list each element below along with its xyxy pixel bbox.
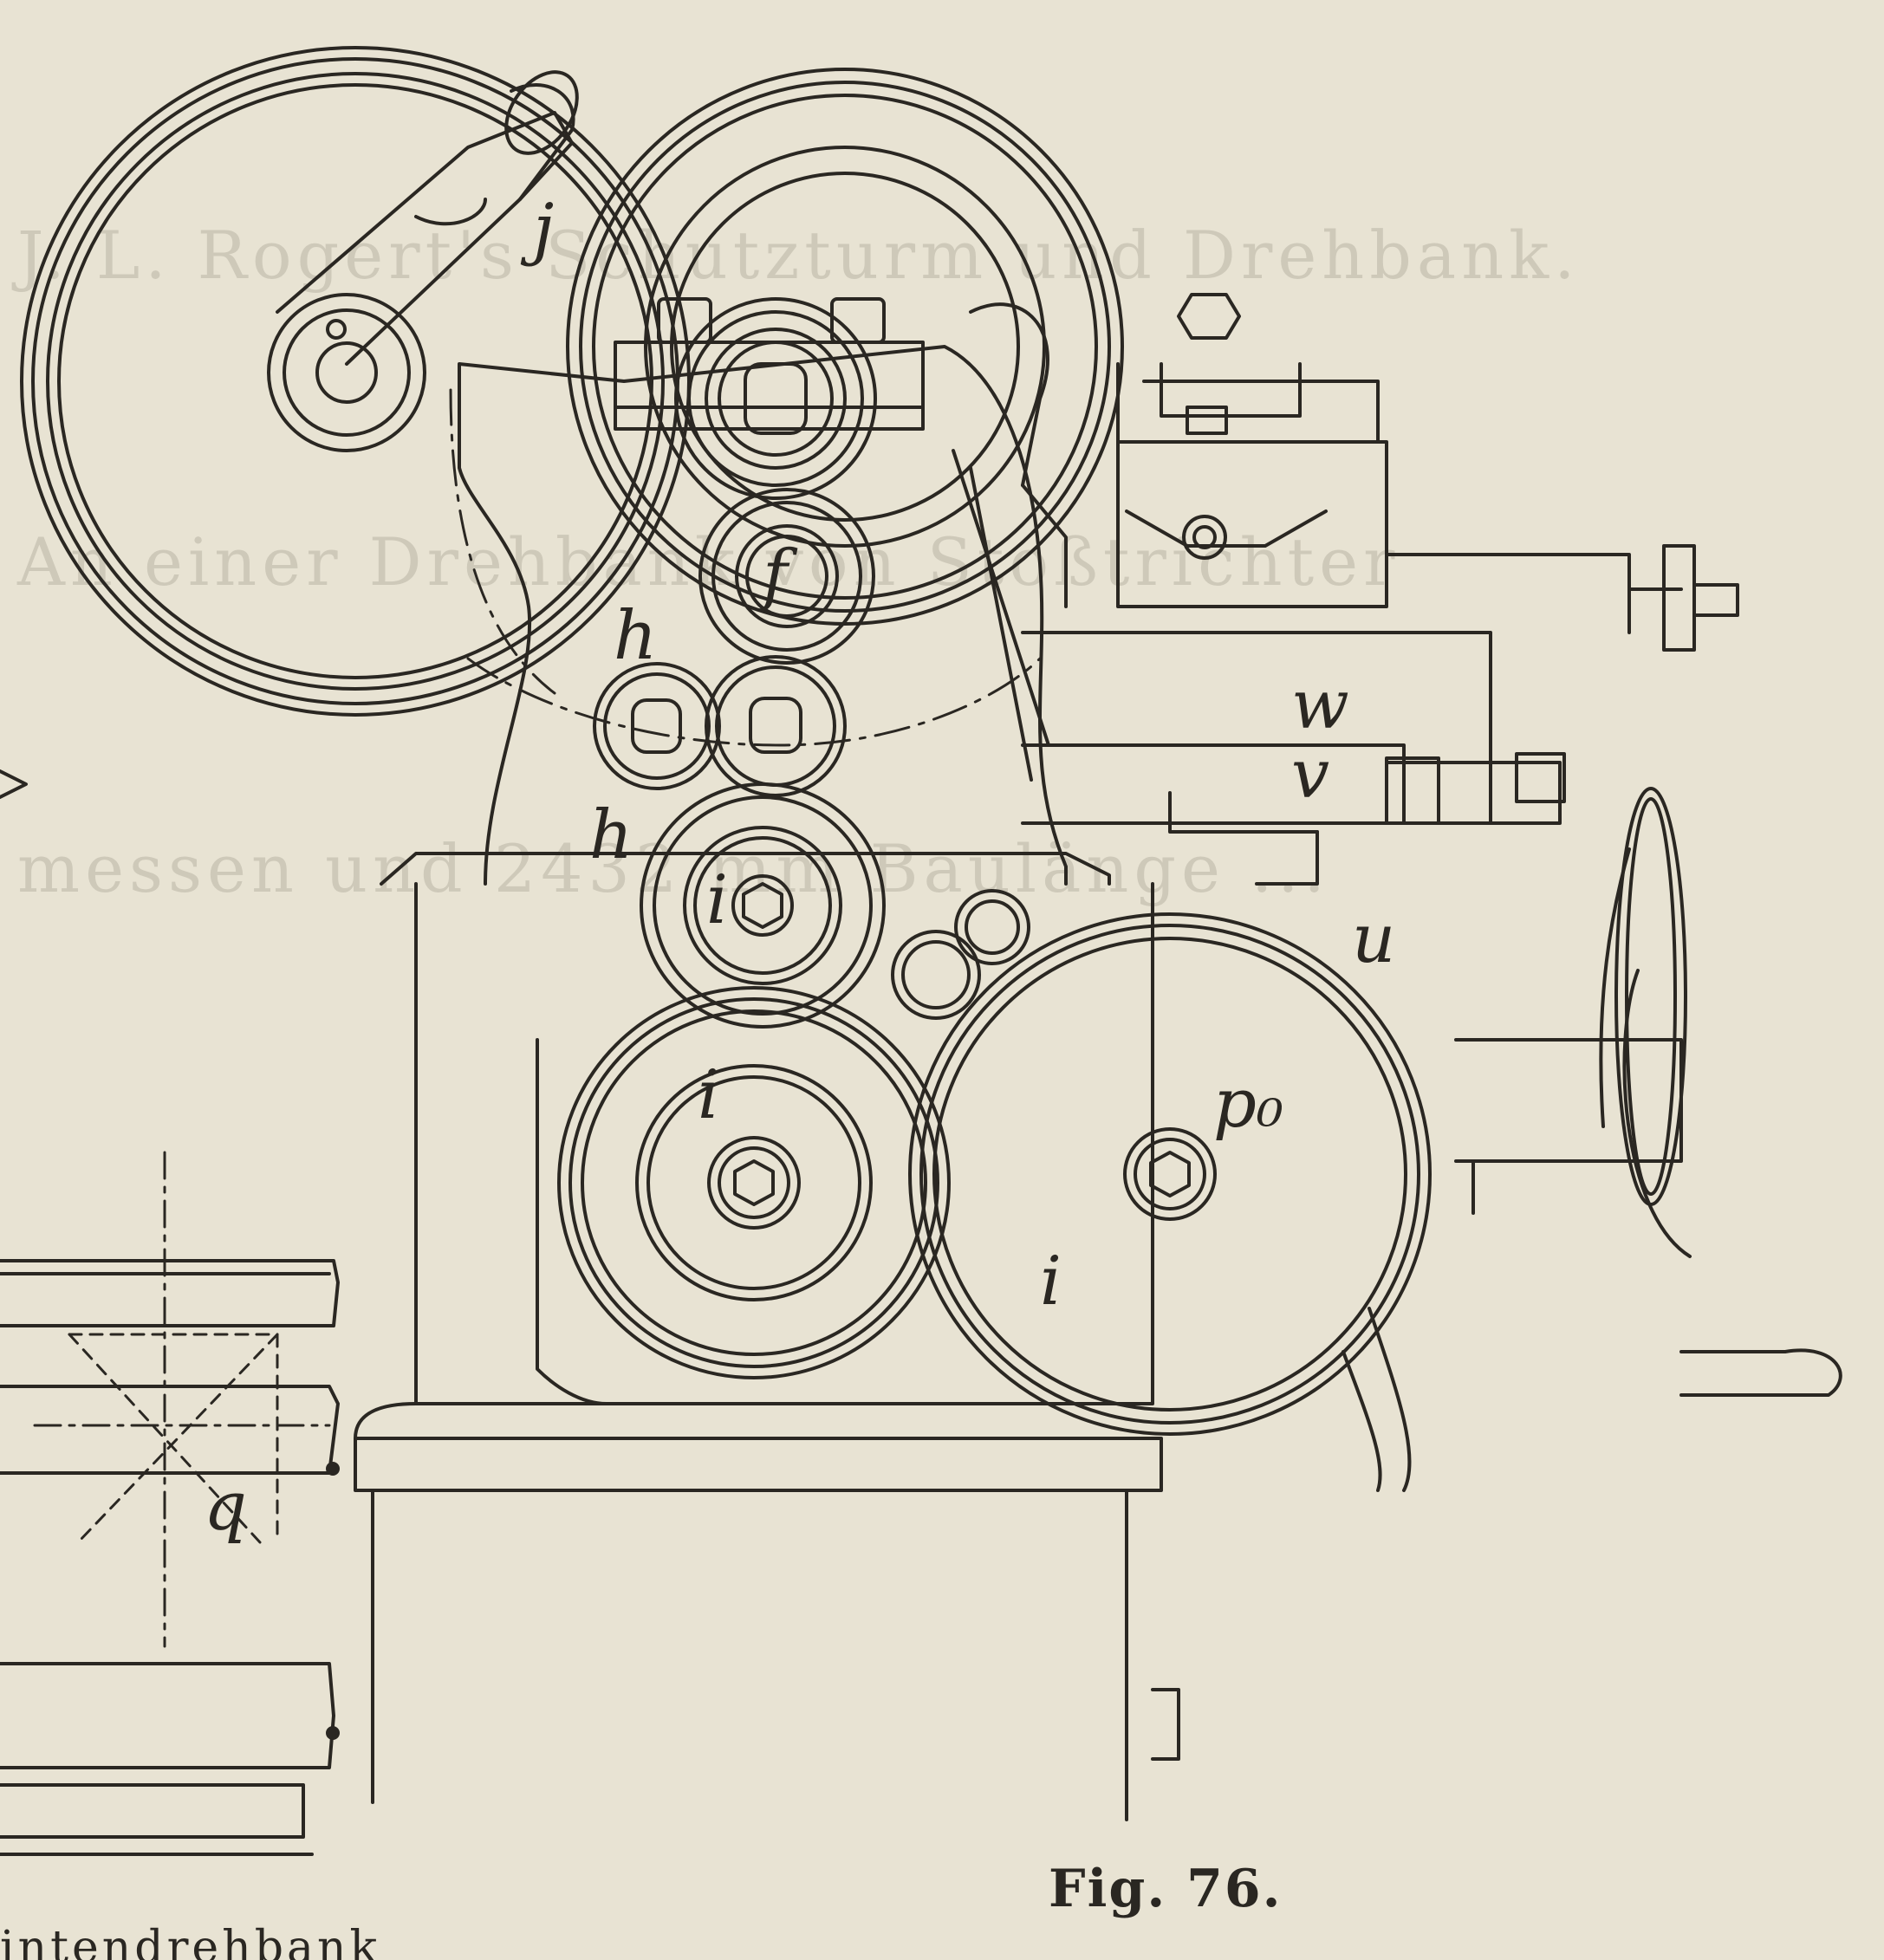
figure-caption: Fig. 76.	[1049, 1859, 1283, 1919]
label-h-upper: h	[614, 597, 657, 675]
stud-bolt	[891, 889, 1030, 1020]
label-q: q	[204, 1468, 247, 1546]
label-h-lower: h	[589, 796, 633, 874]
bleed-line: J. L. Rogert's Schutzturm und Drehbank.	[17, 217, 1581, 294]
arrow-mark	[0, 769, 28, 799]
label-v: v	[1291, 736, 1329, 814]
carriage-slides	[1021, 293, 1739, 834]
gear-h-small	[593, 662, 721, 790]
label-i-right: i	[1040, 1243, 1062, 1321]
gear-i-upper	[640, 782, 886, 1029]
lathe-bed	[354, 830, 1319, 1821]
bleed-line: An einer Drehbank von Stoßtrichter	[17, 523, 1400, 600]
upper-left-handwheel	[20, 46, 691, 717]
bleed-line: messen und 2432 mm Baulänge ...	[17, 830, 1330, 907]
label-j: j	[520, 190, 554, 268]
left-workpiece	[0, 1151, 340, 1856]
label-p0: p₀	[1213, 1065, 1283, 1143]
gear-p0	[908, 912, 1432, 1436]
label-u: u	[1352, 900, 1395, 978]
bleed-through-text: J. L. Rogert's Schutzturm und Drehbank. …	[17, 217, 1581, 907]
spindle-bearing	[674, 297, 877, 500]
label-i-lower: i	[698, 1056, 719, 1134]
lower-right-handwheel	[1342, 787, 1842, 1492]
label-f: f	[758, 536, 798, 614]
gear-h-large	[705, 655, 847, 797]
lever-handle-j	[267, 70, 579, 452]
label-i-upper: i	[706, 861, 728, 939]
gear-i-lower-left	[557, 986, 951, 1379]
bottom-text-fragment: intendrehbank	[0, 1922, 380, 1960]
headstock-body	[458, 302, 1068, 886]
gear-f	[698, 488, 875, 665]
label-w: w	[1291, 666, 1349, 744]
